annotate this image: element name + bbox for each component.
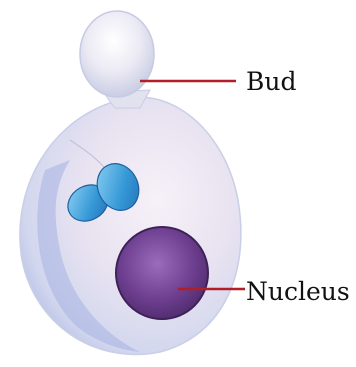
nucleus bbox=[116, 227, 208, 319]
bud bbox=[80, 11, 154, 97]
nucleus-label: Nucleus bbox=[246, 279, 350, 304]
bud-label: Bud bbox=[246, 69, 296, 94]
